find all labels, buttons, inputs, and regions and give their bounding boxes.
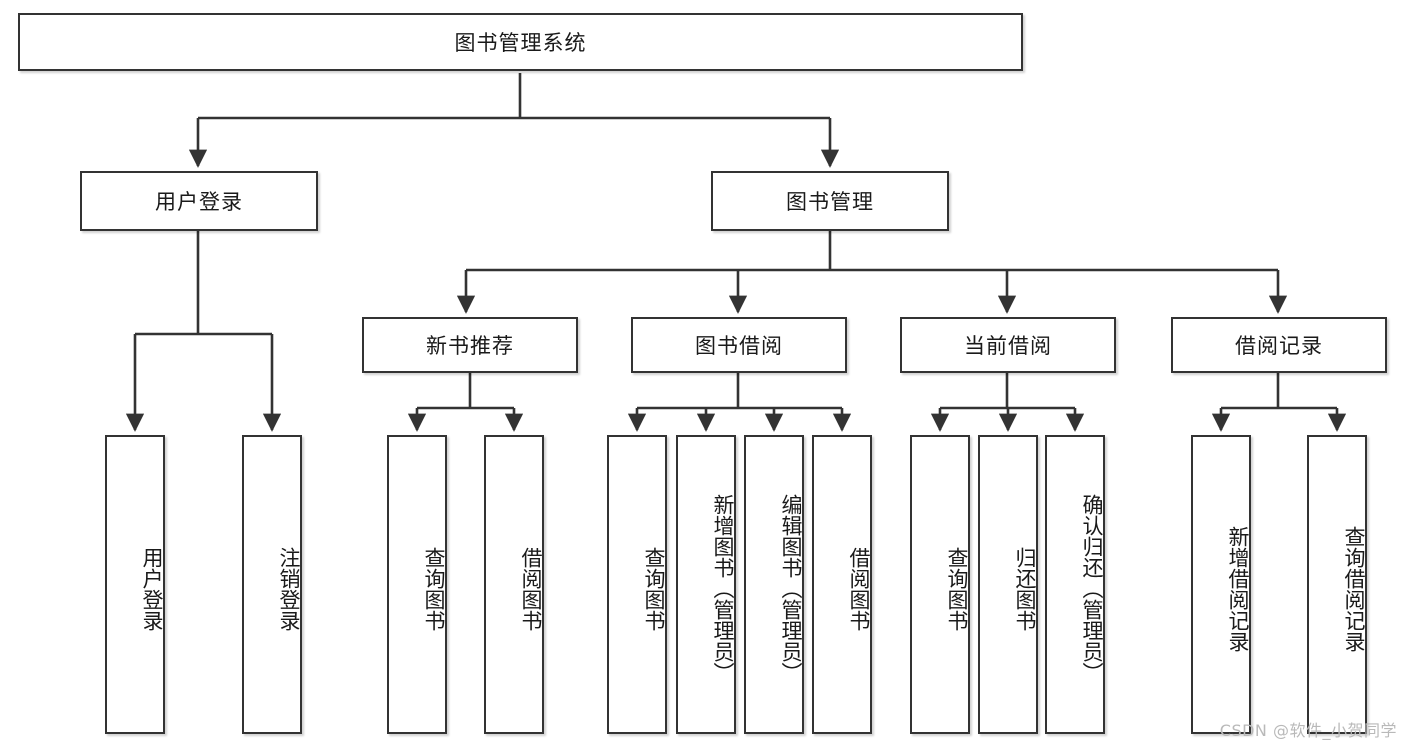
leaf-book-borrow-3[interactable]: 编辑图书（管理员）: [744, 435, 804, 734]
watermark: CSDN @软件_小贺同学: [1219, 721, 1397, 740]
leaf-borrow-record-1[interactable]: 新增借阅记录: [1191, 435, 1251, 734]
node-current-borrow[interactable]: 当前借阅: [900, 317, 1116, 373]
leaf-book-borrow-2[interactable]: 新增图书（管理员）: [676, 435, 736, 734]
leaf-user-login-2[interactable]: 注销登录: [242, 435, 302, 734]
node-new-book-recommend[interactable]: 新书推荐: [362, 317, 578, 373]
leaf-book-borrow-1-label: 查询图书: [642, 546, 666, 631]
node-book-borrow[interactable]: 图书借阅: [631, 317, 847, 373]
node-user-login-label: 用户登录: [155, 190, 243, 214]
leaf-current-borrow-3-label: 确认归还（管理员）: [1080, 494, 1104, 683]
leaf-current-borrow-2-label: 归还图书: [1013, 546, 1037, 631]
node-new-book-recommend-label: 新书推荐: [426, 334, 514, 358]
leaf-current-borrow-3[interactable]: 确认归还（管理员）: [1045, 435, 1105, 734]
leaf-new-book-2[interactable]: 借阅图书: [484, 435, 544, 734]
node-root-label: 图书管理系统: [454, 31, 587, 55]
leaf-book-borrow-4[interactable]: 借阅图书: [812, 435, 872, 734]
leaf-borrow-record-1-label: 新增借阅记录: [1226, 525, 1250, 652]
node-borrow-record[interactable]: 借阅记录: [1171, 317, 1387, 373]
leaf-borrow-record-2[interactable]: 查询借阅记录: [1307, 435, 1367, 734]
node-book-management[interactable]: 图书管理: [711, 171, 949, 231]
node-book-borrow-label: 图书借阅: [695, 334, 783, 358]
leaf-current-borrow-1-label: 查询图书: [945, 546, 969, 631]
leaf-book-borrow-4-label: 借阅图书: [847, 546, 871, 631]
node-current-borrow-label: 当前借阅: [964, 334, 1052, 358]
node-user-login[interactable]: 用户登录: [80, 171, 318, 231]
leaf-new-book-2-label: 借阅图书: [519, 546, 543, 631]
node-borrow-record-label: 借阅记录: [1235, 334, 1323, 358]
leaf-book-borrow-2-label: 新增图书（管理员）: [711, 494, 735, 683]
leaf-book-borrow-1[interactable]: 查询图书: [607, 435, 667, 734]
leaf-new-book-1[interactable]: 查询图书: [387, 435, 447, 734]
node-book-management-label: 图书管理: [786, 190, 874, 214]
leaf-current-borrow-2[interactable]: 归还图书: [978, 435, 1038, 734]
node-root[interactable]: 图书管理系统: [18, 13, 1023, 71]
leaf-current-borrow-1[interactable]: 查询图书: [910, 435, 970, 734]
leaf-new-book-1-label: 查询图书: [422, 546, 446, 631]
leaf-borrow-record-2-label: 查询借阅记录: [1342, 525, 1366, 652]
leaf-book-borrow-3-label: 编辑图书（管理员）: [779, 494, 803, 683]
leaf-user-login-1-label: 用户登录: [140, 546, 164, 631]
leaf-user-login-2-label: 注销登录: [277, 546, 301, 631]
leaf-user-login-1[interactable]: 用户登录: [105, 435, 165, 734]
